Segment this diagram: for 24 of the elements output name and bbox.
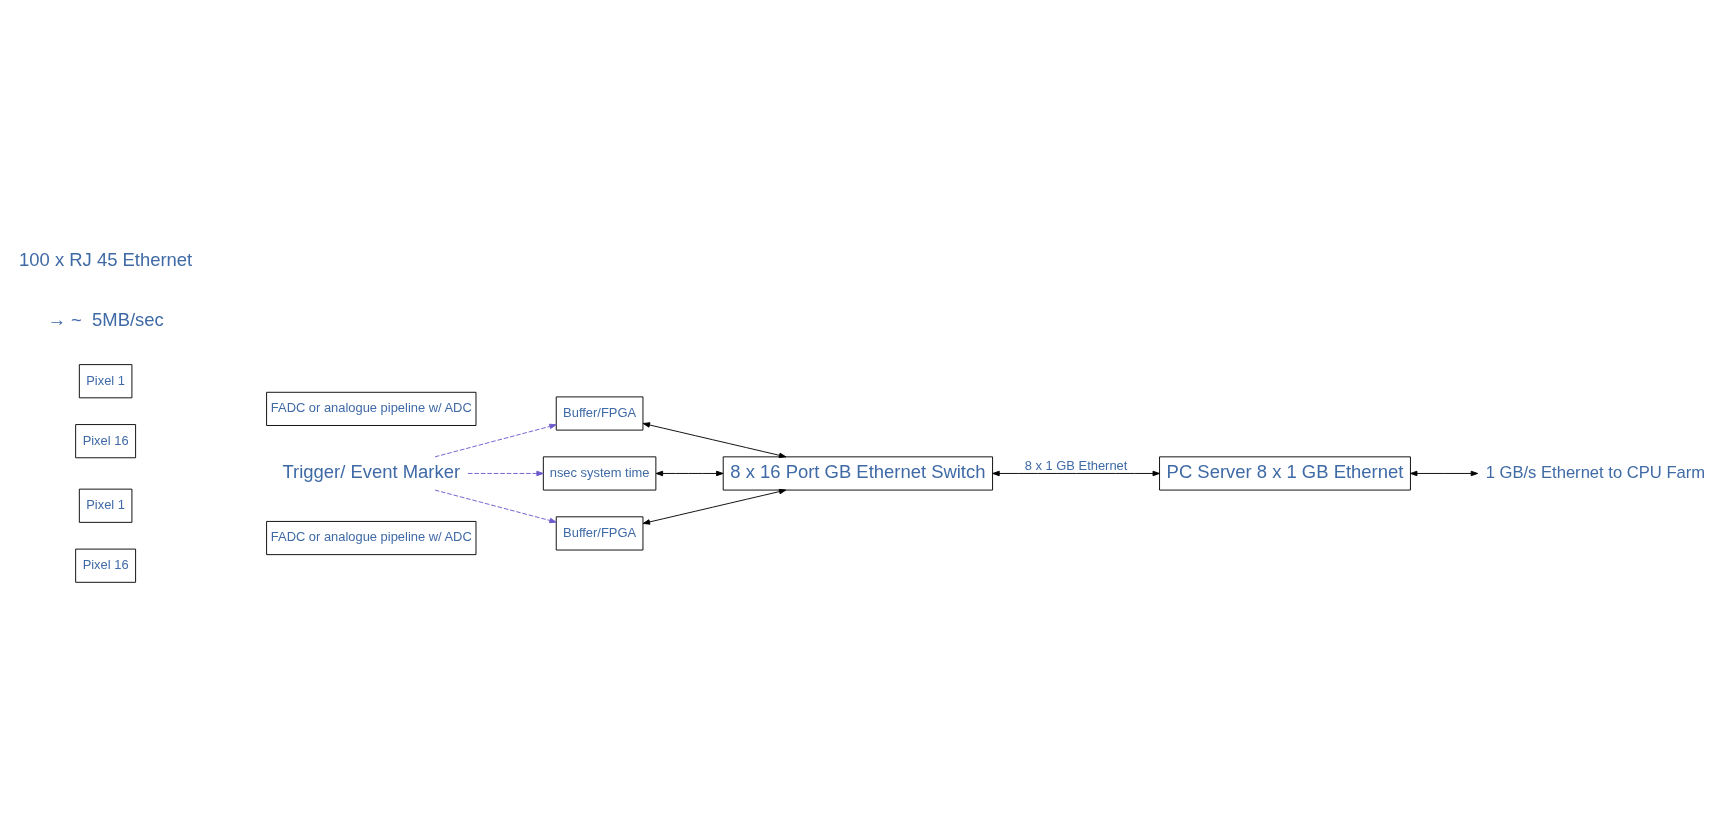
edge-label: 8 x 1 GB Ethernet — [1024, 457, 1128, 473]
node-box: Pixel 1 — [78, 488, 133, 523]
node-text: 1 GB/s Ethernet to CPU Farm — [1485, 462, 1706, 482]
arrow — [467, 470, 544, 477]
arrow — [655, 470, 724, 477]
label: 100 x RJ 45 Ethernet — [19, 248, 193, 270]
arrow — [992, 470, 1160, 477]
node-box: FADC or analogue pipeline w/ ADC — [266, 391, 477, 426]
node-box: Buffer/FPGA — [555, 516, 644, 551]
arrow — [434, 423, 557, 458]
label: → ~ 5MB/sec — [47, 308, 164, 330]
node-text: Trigger/ Event Marker — [282, 461, 461, 483]
node-box: FADC or analogue pipeline w/ ADC — [266, 520, 477, 556]
node-box: 8 x 16 Port GB Ethernet Switch — [722, 456, 994, 491]
arrow — [1410, 470, 1479, 477]
node-box: Pixel 1 — [78, 364, 133, 399]
node-box: Buffer/FPGA — [555, 396, 644, 431]
node-box: nsec system time — [542, 456, 657, 491]
node-box: Pixel 16 — [75, 424, 137, 459]
arrow — [434, 489, 557, 524]
arrow — [642, 488, 787, 525]
arrow — [642, 422, 787, 459]
node-box: PC Server 8 x 1 GB Ethernet — [1159, 456, 1411, 491]
node-box: Pixel 16 — [75, 548, 137, 583]
